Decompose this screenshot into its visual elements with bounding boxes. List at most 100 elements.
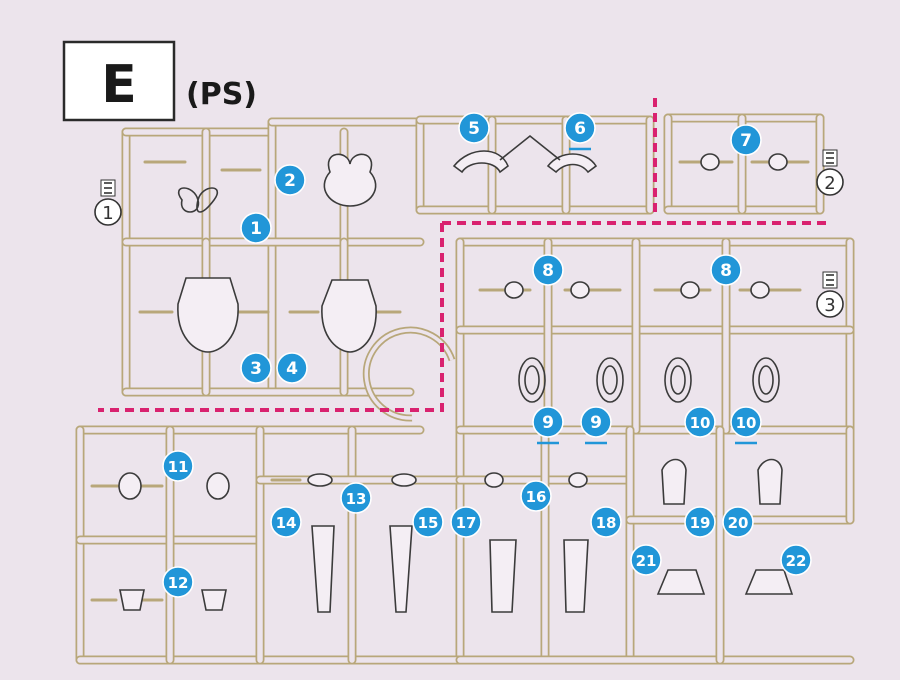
part-callout-circle [730, 406, 762, 438]
part-8-ring [504, 281, 524, 299]
runner-frame [75, 113, 855, 665]
part-callout-number: 3 [250, 359, 262, 379]
part-callout-number: 18 [596, 514, 617, 532]
sheet-header: E (PS) [62, 40, 257, 122]
part-19-shoe [661, 458, 687, 505]
part-14-leg [311, 525, 335, 613]
part-callout-circle [458, 112, 490, 144]
part-callout-circle [240, 212, 272, 244]
sprue-tag-number: 2 [824, 173, 835, 194]
parts [118, 134, 794, 613]
part-13-peg [307, 473, 333, 487]
part-callout-circle [580, 406, 612, 438]
sprue-tag-circle [94, 198, 122, 226]
sprue-tag-number: 3 [824, 295, 835, 316]
part-callout-number: 13 [346, 490, 367, 508]
sprue-tag-circle [816, 168, 844, 196]
sprue-tag-number: 1 [102, 203, 113, 224]
material-label: (PS) [186, 77, 257, 112]
part-21-piece [656, 569, 706, 595]
sheet-letter: E [101, 55, 137, 115]
part-16-ring [568, 472, 588, 488]
part-9-10-oval-inner [758, 365, 774, 395]
part-callout-circle [450, 506, 482, 538]
section-dividers [98, 98, 830, 412]
part-9-10-oval-inner [602, 365, 618, 395]
part-8-ring [570, 281, 590, 299]
sprue-tag-icon: 3 [816, 271, 844, 318]
part-callout-13: 13 [340, 482, 372, 514]
part-callout-number: 8 [720, 261, 732, 281]
part-callout-circle [780, 544, 812, 576]
part-callout-6: 6 [564, 112, 596, 151]
part-22-piece [744, 569, 794, 595]
part-callout-5: 5 [458, 112, 490, 144]
part-12-piece [201, 589, 227, 611]
part-callout-circle [630, 544, 662, 576]
part-callout-circle [564, 112, 596, 144]
part-callout-number: 10 [690, 414, 711, 432]
part-callout-number: 22 [786, 552, 807, 570]
part-callout-12: 12 [162, 566, 194, 598]
part-callout-19: 19 [684, 506, 716, 538]
part-9-10-oval [596, 357, 624, 403]
part-9-10-oval [664, 357, 692, 403]
part-callout-circle [162, 450, 194, 482]
part-callout-1: 1 [240, 212, 272, 244]
part-3-body [177, 277, 239, 353]
part-callout-circle [276, 352, 308, 384]
part-9-10-oval [752, 357, 780, 403]
part-callout-circle [710, 254, 742, 286]
part-callout-circle [520, 480, 552, 512]
part-callout-circle [274, 164, 306, 196]
part-callout-circle [270, 506, 302, 538]
part-callout-18: 18 [590, 506, 622, 538]
part-callout-10: 10 [684, 406, 716, 438]
part-11-piece [118, 472, 142, 500]
part-callout-4: 4 [276, 352, 308, 384]
part-callout-number: 5 [468, 119, 480, 139]
part-callout-7: 7 [730, 124, 762, 156]
part-callout-number: 14 [276, 514, 297, 532]
part-2-shape [323, 153, 377, 207]
part-callout-circle [240, 352, 272, 384]
section-tags: 1 2 3 [94, 149, 844, 318]
part-callout-2: 2 [274, 164, 306, 196]
part-callout-number: 15 [418, 514, 439, 532]
sheet-letter-box [62, 40, 176, 122]
part-7-ring-left [700, 153, 720, 171]
part-callout-11: 11 [162, 450, 194, 482]
part-8-ring [750, 281, 770, 299]
part-9-10-oval-inner [524, 365, 540, 395]
part-callout-number: 11 [168, 458, 189, 476]
part-9-10-oval-inner [670, 365, 686, 395]
part-callout-circle [340, 482, 372, 514]
part-callout-8: 8 [710, 254, 742, 286]
part-callout-9: 9 [580, 406, 612, 445]
part-callout-number: 6 [574, 119, 586, 139]
part-callout-circle [722, 506, 754, 538]
part-12-piece [119, 589, 145, 611]
part-callout-number: 17 [456, 514, 477, 532]
part-callout-16: 16 [520, 480, 552, 512]
sprue-tag-icon: 2 [816, 149, 844, 196]
part-callout-circle [730, 124, 762, 156]
part-callout-circle [532, 406, 564, 438]
part-callout-number: 9 [542, 413, 554, 433]
sprue-tag-circle [816, 290, 844, 318]
part-callout-17: 17 [450, 506, 482, 538]
section-divider-middle [98, 223, 444, 412]
part-callout-22: 22 [780, 544, 812, 576]
part-callout-number: 2 [284, 171, 296, 191]
part-20-shoe [757, 458, 783, 505]
part-callout-number: 10 [736, 414, 757, 432]
part-5-6-sprue [499, 134, 561, 161]
part-callout-10: 10 [730, 406, 762, 445]
part-callout-number: 20 [728, 514, 749, 532]
part-callout-number: 12 [168, 574, 189, 592]
part-callout-number: 7 [740, 131, 752, 151]
part-callout-circle [684, 406, 716, 438]
part-callout-circle [412, 506, 444, 538]
